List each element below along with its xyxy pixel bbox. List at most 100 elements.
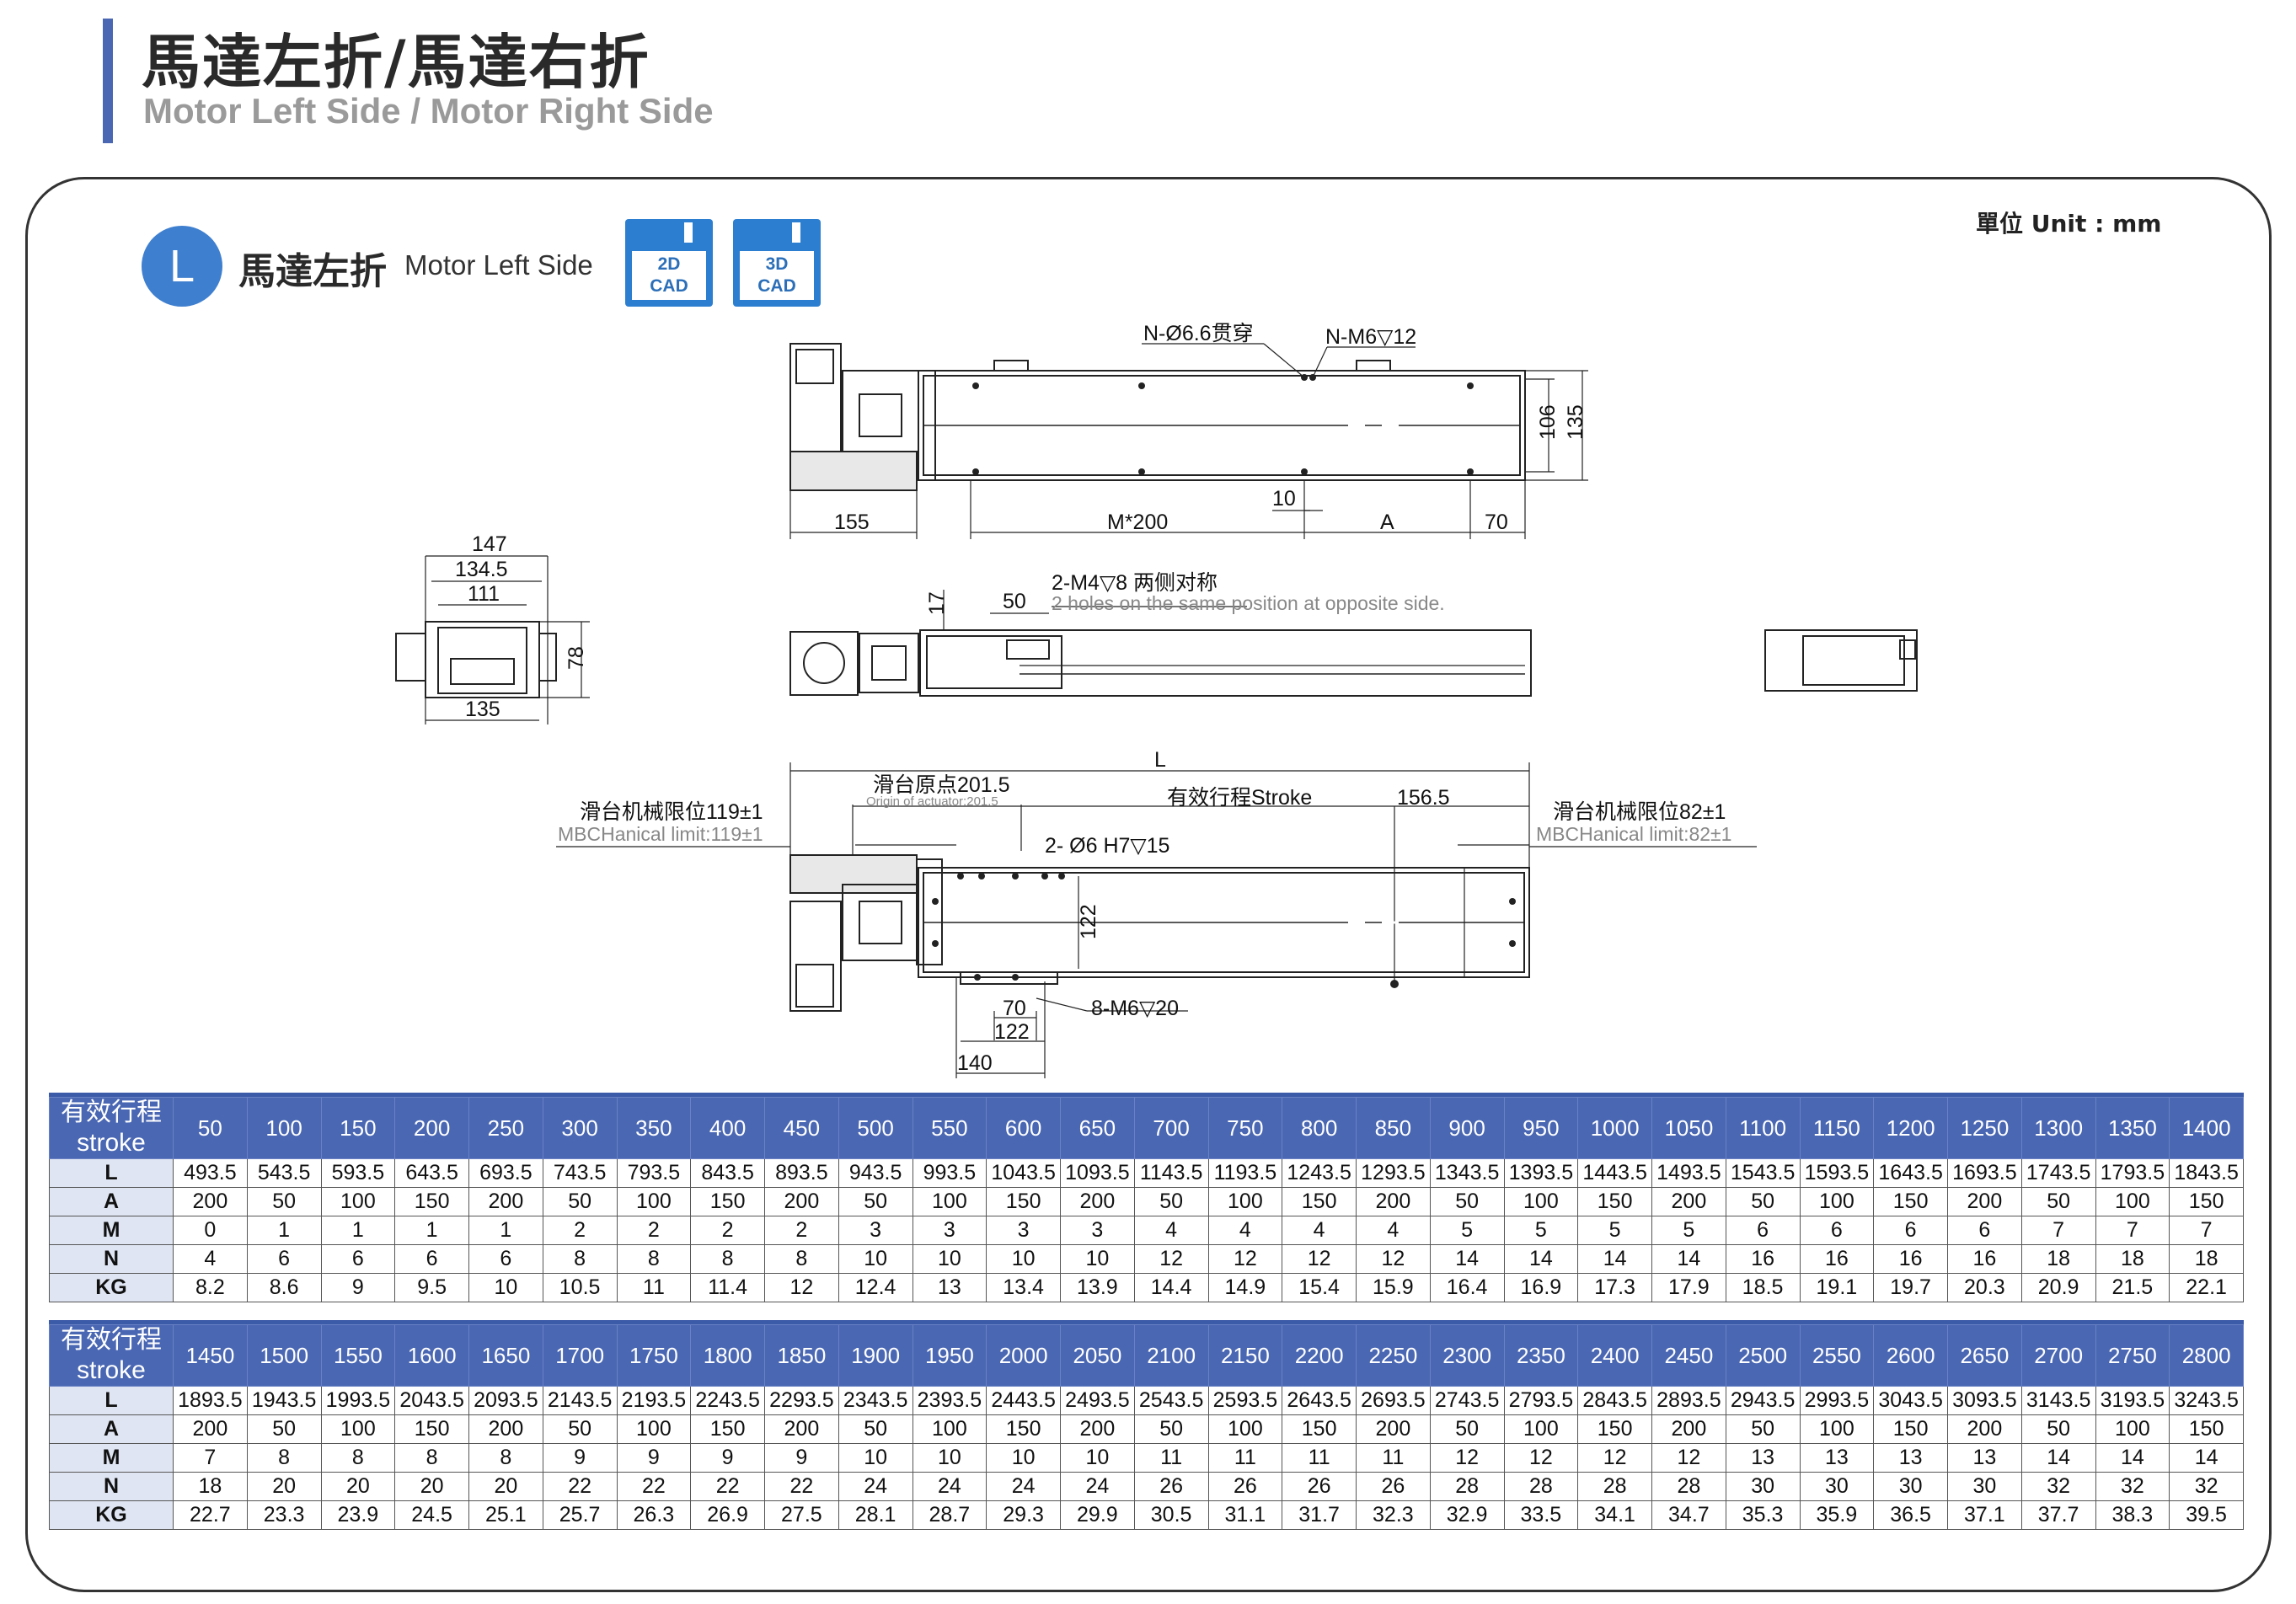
table-cell: 200 — [1651, 1187, 1726, 1216]
table-cell: 8 — [394, 1443, 469, 1473]
table-cell: 28 — [1503, 1472, 1579, 1501]
row-label: A — [49, 1187, 174, 1216]
table-cell: 32.3 — [1356, 1500, 1431, 1530]
stroke-header-cell: 2050 — [1060, 1324, 1135, 1387]
table-cell: 1743.5 — [2020, 1158, 2096, 1188]
dim-135-height: 135 — [1564, 404, 1587, 440]
table-cell: 4 — [1356, 1216, 1431, 1245]
table-cell: 13 — [1799, 1443, 1875, 1473]
table-cell: 1843.5 — [2169, 1158, 2244, 1188]
stroke-header-cell: 1250 — [1947, 1097, 2022, 1159]
table-cell: 200 — [1947, 1414, 2022, 1444]
table-cell: 1643.5 — [1873, 1158, 1948, 1188]
table-cell: 7 — [2020, 1216, 2096, 1245]
table-cell: 18 — [2095, 1244, 2170, 1274]
stroke-header-cell: 1900 — [838, 1324, 913, 1387]
dim-111: 111 — [468, 582, 500, 606]
stroke-header-cell: 2600 — [1873, 1324, 1948, 1387]
table-cell: 893.5 — [764, 1158, 839, 1188]
table-cell: 150 — [986, 1414, 1061, 1444]
stroke-header-cell: 2450 — [1651, 1324, 1726, 1387]
row-label: L — [49, 1158, 174, 1188]
table-cell: 1993.5 — [320, 1386, 396, 1415]
table-cell: 6 — [1725, 1216, 1801, 1245]
table-cell: 5 — [1429, 1216, 1505, 1245]
table-cell: 2493.5 — [1060, 1386, 1135, 1415]
table-cell: 8 — [246, 1443, 322, 1473]
dim-122-vertical: 122 — [1077, 904, 1100, 939]
table-cell: 50 — [838, 1187, 913, 1216]
table-cell: 993.5 — [912, 1158, 987, 1188]
table-cell: 11 — [1356, 1443, 1431, 1473]
table-cell: 20.3 — [1947, 1273, 2022, 1302]
stroke-header-cell: 1000 — [1577, 1097, 1652, 1159]
stroke-header-cell: 1050 — [1651, 1097, 1726, 1159]
table-cell: 12 — [1503, 1443, 1579, 1473]
table-cell: 36.5 — [1873, 1500, 1948, 1530]
table-cell: 13 — [1947, 1443, 2022, 1473]
table-cell: 9 — [690, 1443, 765, 1473]
table-cell: 12 — [1651, 1443, 1726, 1473]
table-cell: 16.4 — [1429, 1273, 1505, 1302]
table-cell: 12 — [1207, 1244, 1283, 1274]
table-cell: 1043.5 — [986, 1158, 1061, 1188]
table-cell: 28.7 — [912, 1500, 987, 1530]
dim-134-5: 134.5 — [455, 558, 508, 581]
table-cell: 2293.5 — [764, 1386, 839, 1415]
table-cell: 26 — [1133, 1472, 1209, 1501]
table-cell: 1193.5 — [1207, 1158, 1283, 1188]
note-tap-holes: N-M6▽12 — [1325, 325, 1416, 349]
row-label: L — [49, 1386, 174, 1415]
table-cell: 20 — [320, 1472, 396, 1501]
table-cell: 20 — [246, 1472, 322, 1501]
table-cell: 50 — [838, 1414, 913, 1444]
table-cell: 1 — [320, 1216, 396, 1245]
table-cell: 10 — [1060, 1244, 1135, 1274]
table-cell: 2 — [764, 1216, 839, 1245]
table-cell: 2793.5 — [1503, 1386, 1579, 1415]
unit-label: 單位 Unit : mm — [1976, 210, 2162, 238]
table-cell: 1593.5 — [1799, 1158, 1875, 1188]
table-cell: 26 — [1356, 1472, 1431, 1501]
table-cell: 150 — [986, 1187, 1061, 1216]
floppy-icon — [684, 222, 693, 243]
stroke-header-cell: 500 — [838, 1097, 913, 1159]
table-cell: 24 — [1060, 1472, 1135, 1501]
stroke-header-cell: 2700 — [2020, 1324, 2096, 1387]
section-title-zh: 馬達左折 — [238, 250, 387, 293]
stroke-header-cell: 2550 — [1799, 1324, 1875, 1387]
table-cell: 11 — [1282, 1443, 1357, 1473]
dim-70-bottom: 70 — [1003, 997, 1026, 1020]
table-cell: 10 — [1060, 1443, 1135, 1473]
table-cell: 23.9 — [320, 1500, 396, 1530]
table-cell: 24 — [838, 1472, 913, 1501]
table-cell: 30 — [1873, 1472, 1948, 1501]
stroke-header-cell: 1850 — [764, 1324, 839, 1387]
table-cell: 18 — [2169, 1244, 2244, 1274]
stroke-header-cell: 2350 — [1503, 1324, 1579, 1387]
row-label: N — [49, 1472, 174, 1501]
table-cell: 4 — [1207, 1216, 1283, 1245]
table-cell: 13.4 — [986, 1273, 1061, 1302]
table-cell: 14.4 — [1133, 1273, 1209, 1302]
table-cell: 22.1 — [2169, 1273, 2244, 1302]
table-cell: 1543.5 — [1725, 1158, 1801, 1188]
stroke-header-cell: 150 — [320, 1097, 396, 1159]
table-cell: 18.5 — [1725, 1273, 1801, 1302]
stroke-header-cell: 2000 — [986, 1324, 1061, 1387]
stroke-header-cell: 50 — [173, 1097, 248, 1159]
table-cell: 2343.5 — [838, 1386, 913, 1415]
table-cell: 6 — [246, 1244, 322, 1274]
table-cell: 14 — [1577, 1244, 1652, 1274]
limit-right-zh: 滑台机械限位82±1 — [1553, 800, 1726, 824]
table-cell: 100 — [912, 1414, 987, 1444]
table-cell: 10 — [912, 1443, 987, 1473]
table-cell: 10 — [838, 1443, 913, 1473]
table-cell: 11 — [1133, 1443, 1209, 1473]
